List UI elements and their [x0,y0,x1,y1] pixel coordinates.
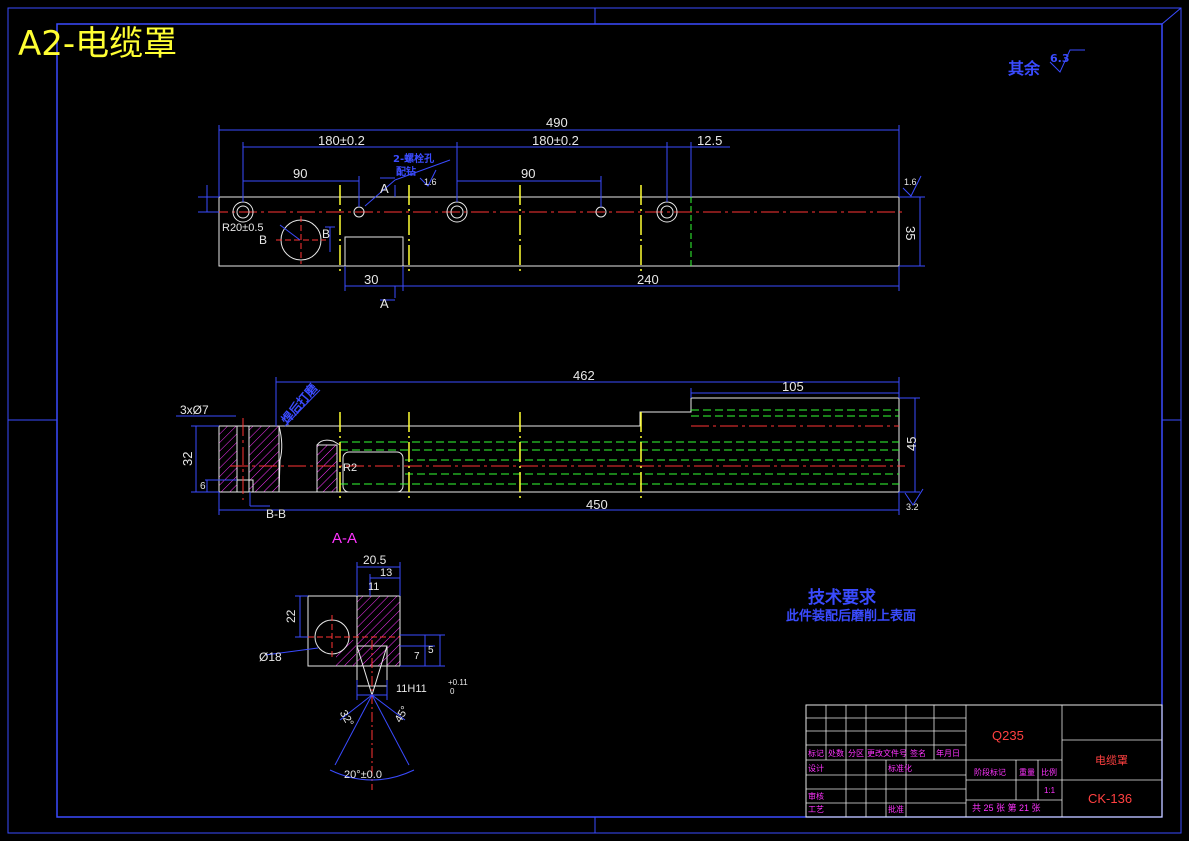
tech-req-title: 技术要求 [808,587,876,608]
tb-weight-label: 重量 [1019,767,1035,777]
tb-header-change-doc: 更改文件号 [867,748,907,758]
section-aa: A-A [259,530,468,790]
tb-header-sign: 签名 [910,748,926,758]
tb-scale-label: 比例 [1041,767,1057,777]
section-mark-a-top: A [380,181,389,196]
roughness-top: 1.6 [424,177,437,187]
dim-span-left: 180±0.2 [318,133,365,148]
tb-header-zone: 分区 [848,749,864,758]
tech-req-line1: 此件装配后磨削上表面 [786,608,916,624]
roughness-right: 1.6 [904,177,917,187]
surface-note: 其余 6.3 [1008,49,1085,78]
dim-front-chamfer: R2 [343,462,357,474]
tb-scale: 1:1 [1044,786,1056,795]
dim-aa-v1: 5 [428,645,434,656]
technical-requirements: 技术要求 此件装配后磨削上表面 [786,587,916,624]
section-mark-a-bottom: A [380,296,389,311]
tb-row-standard: 标准化 [888,763,912,773]
surface-note-label: 其余 [1008,59,1041,78]
dim-aa-angle1: 32° [337,708,356,728]
section-aa-label: A-A [332,530,357,547]
section-mark-b-left: B [259,233,267,247]
dim-aa-height: 22 [284,609,298,623]
dim-aa-arc: 20°±0.0 [344,769,382,781]
tb-material: Q235 [992,728,1024,743]
dim-front-small: 6 [200,481,206,492]
dim-front-bottom: 450 [586,497,608,512]
dim-aa-tol-lower: 0 [450,687,455,696]
dim-height: 35 [903,226,918,240]
section-label-bb: B-B [266,507,286,521]
tb-row-approve: 批准 [888,804,904,814]
dim-overall-length: 490 [546,115,568,130]
tb-sheet-info: 共 25 张 第 21 张 [972,802,1041,813]
dim-bottom-right: 240 [637,272,659,287]
dim-front-right-height: 45 [904,437,919,451]
weld-note: 焊后打磨 [278,381,320,427]
roughness-front: 3.2 [906,502,919,512]
title-block: 标记 处数 分区 更改文件号 签名 年月日 设计 标准化 审核 工艺 批准 Q2… [805,704,1163,818]
dim-span-right: 180±0.2 [532,133,579,148]
dim-aa-width: 20.5 [363,553,387,567]
front-view: 462 105 3xØ7 32 6 45 450 R2 焊后打磨 B-B 3.2 [176,368,924,521]
dim-pitch-left: 90 [293,166,307,181]
tb-row-design: 设计 [808,763,824,773]
tb-row-review: 审核 [808,791,824,801]
hole-note-drill: 配钻 [396,165,416,178]
dim-aa-tol-upper: +0.11 [448,678,468,687]
surface-note-value: 6.3 [1050,52,1070,65]
tb-drawing-no: CK-136 [1088,791,1132,806]
top-view: 490 180±0.2 180±0.2 12.5 90 90 35 30 240… [198,115,925,311]
dim-bottom-left: 30 [364,272,378,287]
dim-front-left-height: 32 [180,452,195,466]
sheet-title: A2-电缆罩 [18,24,177,64]
dim-front-holes: 3xØ7 [180,403,209,417]
dim-left-radius: R20±0.5 [222,222,264,234]
dim-front-step: 105 [782,379,804,394]
tb-stage-label: 阶段标记 [974,767,1006,777]
dim-front-overall: 462 [573,368,595,383]
tb-row-process: 工艺 [808,805,824,814]
hole-note: 2-螺栓孔 [393,152,434,165]
tb-part-name: 电缆罩 [1095,754,1128,767]
sheet-frame [7,7,1182,834]
dim-right-offset: 12.5 [697,133,722,148]
dim-aa-dia: Ø18 [259,650,282,664]
tb-header-count: 处数 [828,748,844,758]
section-mark-b-right: B [322,227,330,241]
tb-header-mark: 标记 [808,748,824,758]
dim-aa-tol: 11H11 [396,683,427,695]
dim-aa-inner: 13 [380,567,392,579]
dim-aa-inner2: 11 [368,581,379,593]
tb-header-date: 年月日 [936,748,960,758]
dim-pitch-right: 90 [521,166,535,181]
dim-aa-angle2: 45° [393,704,412,724]
dim-aa-v2: 7 [414,651,420,662]
